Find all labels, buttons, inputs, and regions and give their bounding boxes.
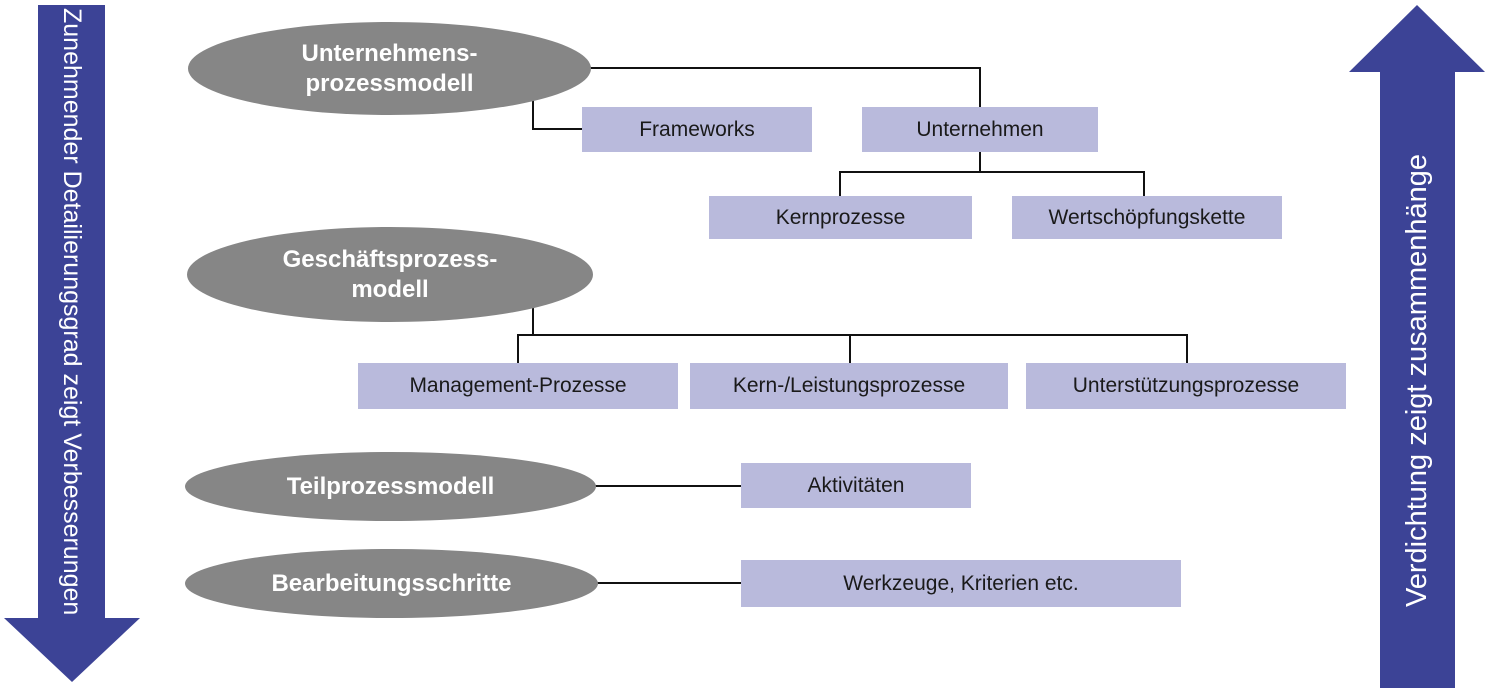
box-werkzeuge-kriterien: Werkzeuge, Kriterien etc. [741, 560, 1181, 607]
connector-kernprozesse-drop-v [839, 171, 841, 197]
right-arrow-head-icon [1349, 5, 1485, 72]
connector-kernleistung-drop-v [849, 334, 851, 364]
connector-unterstuetzung-drop-v [1186, 334, 1188, 364]
connector-teilprozess-h [594, 485, 741, 487]
connector-row3-split-h [517, 334, 1188, 336]
box-unternehmen: Unternehmen [862, 107, 1098, 152]
right-arrow-bar [1380, 72, 1455, 688]
connector-ellipse1-elbow-v [532, 98, 534, 130]
connector-row2-split-h [839, 171, 1145, 173]
connector-ellipse1-to-unternehmen-h [590, 67, 981, 69]
left-arrow-bar [38, 5, 105, 619]
connector-unternehmen-bottom-v [979, 152, 981, 173]
ellipse-bearbeitungsschritte: Bearbeitungsschritte [185, 549, 598, 618]
connector-management-drop-v [517, 334, 519, 364]
box-unterstuetzungsprozesse: Unterstützungsprozesse [1026, 363, 1346, 409]
ellipse-geschaeftsprozessmodell: Geschäftsprozess- modell [187, 227, 593, 322]
box-frameworks: Frameworks [582, 107, 812, 152]
connector-wertschoepfungskette-drop-v [1143, 171, 1145, 197]
ellipse-unternehmensprozessmodell: Unternehmens- prozessmodell [188, 22, 591, 115]
connector-ellipse1-elbow-h [532, 128, 584, 130]
box-kern-leistungsprozesse: Kern-/Leistungsprozesse [690, 363, 1008, 409]
box-wertschoepfungskette: Wertschöpfungskette [1012, 196, 1282, 239]
connector-bearbeitung-h [596, 582, 741, 584]
ellipse-teilprozessmodell: Teilprozessmodell [185, 452, 596, 521]
box-management-prozesse: Management-Prozesse [358, 363, 678, 409]
box-aktivitaeten: Aktivitäten [741, 463, 971, 508]
right-arrow-label: Verdichtung zeigt zusammenhänge [1401, 153, 1433, 607]
connector-ellipse2-stub-v [532, 302, 534, 336]
connector-unternehmen-drop-v [979, 67, 981, 108]
box-kernprozesse: Kernprozesse [709, 196, 972, 239]
left-arrow-head-icon [3, 618, 140, 682]
left-arrow-label: Zunehmender Detailierungsgrad zeigt Verb… [58, 8, 86, 616]
